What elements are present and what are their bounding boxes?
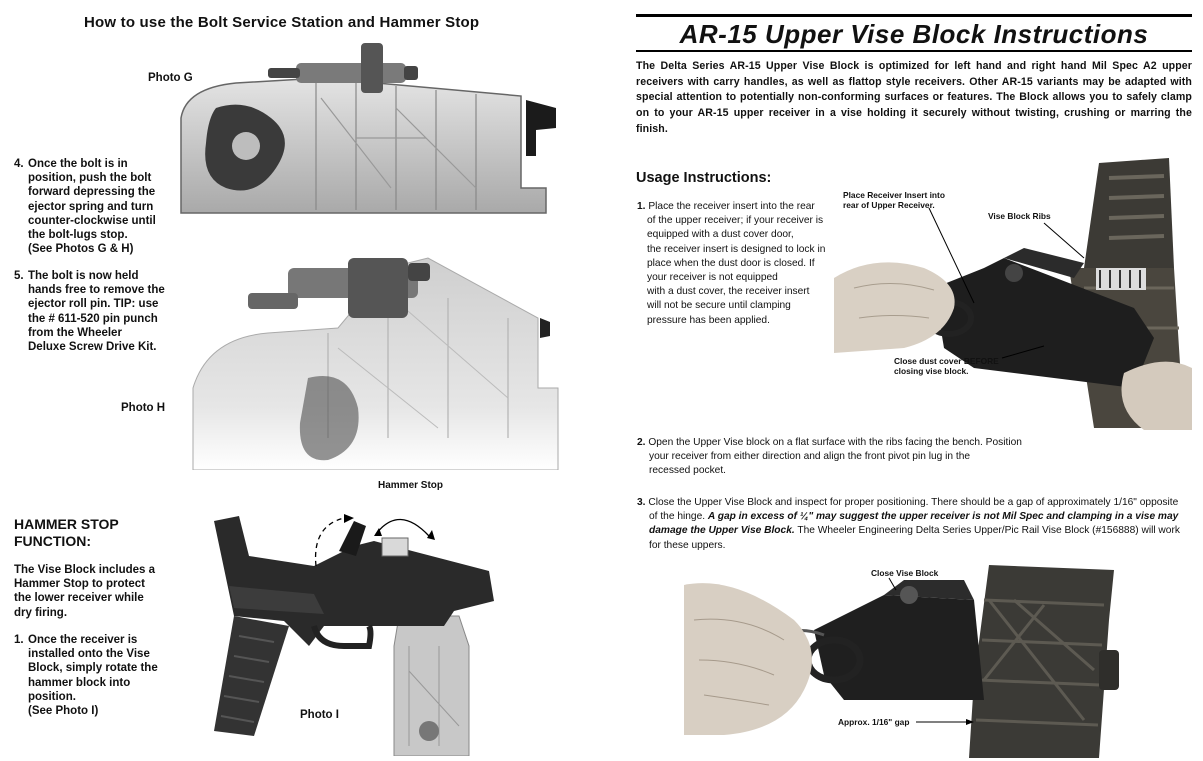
hs-step-line: installed onto the Vise [28, 648, 150, 661]
hs-step-line: Block, simply rotate the [28, 662, 158, 675]
step-5-line: Deluxe Screw Drive Kit. [28, 341, 157, 354]
step-4: 4. Once the bolt is in position, push the… [14, 157, 184, 256]
hs-step-line: position. [28, 690, 76, 703]
usage-step-1-number: 1. [637, 201, 646, 212]
step-1-line: with a dust cover, the receiver insert [647, 286, 810, 298]
step-1-line: the receiver insert is designed to lock … [647, 243, 826, 255]
step-5-line: The bolt is now held [28, 270, 139, 282]
hammer-stop-body: The Vise Block includes a Hammer Stop to… [14, 563, 184, 620]
usage-step-3-number: 3. [637, 497, 646, 508]
step-5-line: from the Wheeler [28, 326, 122, 339]
hs-step-line: hammer block into [28, 676, 131, 689]
step-4-line: the bolt-lugs stop. [28, 229, 128, 242]
callout-dust-cover: Close dust cover BEFORE closing vise blo… [894, 356, 999, 376]
photo-g-caption: Photo G [148, 72, 193, 84]
step-2-line: your receiver from either direction and … [649, 451, 971, 463]
callout-gap: Approx. 1/16" gap [838, 717, 910, 727]
heading-line: HAMMER STOP [14, 516, 119, 532]
usage-step-2-number: 2. [637, 437, 646, 448]
hammer-stop-heading: HAMMER STOP FUNCTION: [14, 516, 154, 550]
step-2-line: recessed pocket. [649, 465, 727, 477]
step-1-line: pressure has been applied. [647, 314, 770, 326]
step-4-line: (See Photos G & H) [28, 243, 134, 256]
callout-line: Close dust cover BEFORE [894, 356, 999, 366]
step-5-line: hands free to remove the [28, 284, 165, 297]
step-1-line: will not be secure until clamping [647, 300, 791, 312]
title-bottom-rule [636, 50, 1192, 52]
photo-g-image [180, 43, 556, 214]
step-4-line: position, push the bolt [28, 172, 152, 185]
step-5-line: ejector roll pin. TIP: use [28, 298, 159, 311]
usage-step-1: 1. Place the receiver insert into the re… [637, 200, 837, 328]
callout-line: Place Receiver Insert into [843, 190, 945, 200]
usage-step-2: 2. Open the Upper Vise block on a flat s… [637, 436, 1057, 479]
step-4-line: ejector spring and turn [28, 200, 154, 213]
callout-ribs: Vise Block Ribs [988, 211, 1051, 221]
heading-line: FUNCTION: [14, 533, 91, 549]
step-3-warning: A gap in excess of ¼" may suggest the up… [649, 511, 1179, 537]
photo-h-image [192, 257, 559, 470]
page-title-right: AR-15 Upper Vise Block Instructions [679, 19, 1149, 49]
close-vise-block-photo [684, 565, 1119, 758]
callout-line: rear of Upper Receiver. [843, 200, 935, 210]
page-title-left: How to use the Bolt Service Station and … [84, 14, 480, 31]
step-1-line: your receiver is not equipped [647, 272, 778, 284]
step-3-text: Close the Upper Vise Block and inspect f… [648, 497, 1179, 508]
step-1-line: of the upper receiver; if your receiver … [647, 215, 824, 227]
step-5-number: 5. [14, 270, 24, 282]
step-4-line: Once the bolt is in [28, 158, 128, 170]
step-1-line: Place the receiver insert into the rear [648, 201, 815, 212]
callout-line: closing vise block. [894, 366, 969, 376]
step-3-text: of the hinge. [649, 511, 706, 523]
usage-step-3: 3. Close the Upper Vise Block and inspec… [637, 496, 1193, 553]
receiver-insert-photo [834, 158, 1192, 430]
body-line: The Vise Block includes a [14, 564, 156, 576]
intro-paragraph: The Delta Series AR-15 Upper Vise Block … [636, 60, 1192, 135]
step-5-line: the # 611-520 pin punch [28, 312, 158, 325]
photo-i-image [214, 514, 494, 756]
step-5: 5. The bolt is now held hands free to rem… [14, 269, 184, 354]
step-4-number: 4. [14, 158, 24, 170]
hs-step-1-number: 1. [14, 634, 24, 646]
photo-h-caption: Photo H [121, 402, 166, 414]
step-1-line: equipped with a dust cover door, [647, 229, 794, 241]
hs-step-line: (See Photo I) [28, 705, 99, 718]
callout-insert: Place Receiver Insert into rear of Upper… [843, 190, 945, 210]
body-line: the lower receiver while [14, 592, 144, 605]
title-top-rule [636, 14, 1192, 17]
callout-close-block: Close Vise Block [871, 568, 939, 578]
usage-heading: Usage Instructions: [636, 170, 772, 186]
hammer-stop-label: Hammer Stop [378, 480, 444, 491]
step-3-text: The Wheeler Engineering Delta Series Upp… [649, 525, 1180, 551]
step-4-line: forward depressing the [28, 186, 156, 199]
step-4-line: counter-clockwise until [28, 214, 156, 227]
body-line: Hammer Stop to protect [14, 578, 145, 591]
photo-i-caption: Photo I [300, 709, 339, 721]
step-2-line: Open the Upper Vise block on a flat surf… [648, 437, 1022, 448]
hammer-stop-step-1: 1. Once the receiver is installed onto th… [14, 633, 184, 718]
step-1-line: place when the dust door is closed. If [647, 257, 815, 269]
body-line: dry firing. [14, 606, 68, 619]
hs-step-line: Once the receiver is [28, 634, 138, 646]
